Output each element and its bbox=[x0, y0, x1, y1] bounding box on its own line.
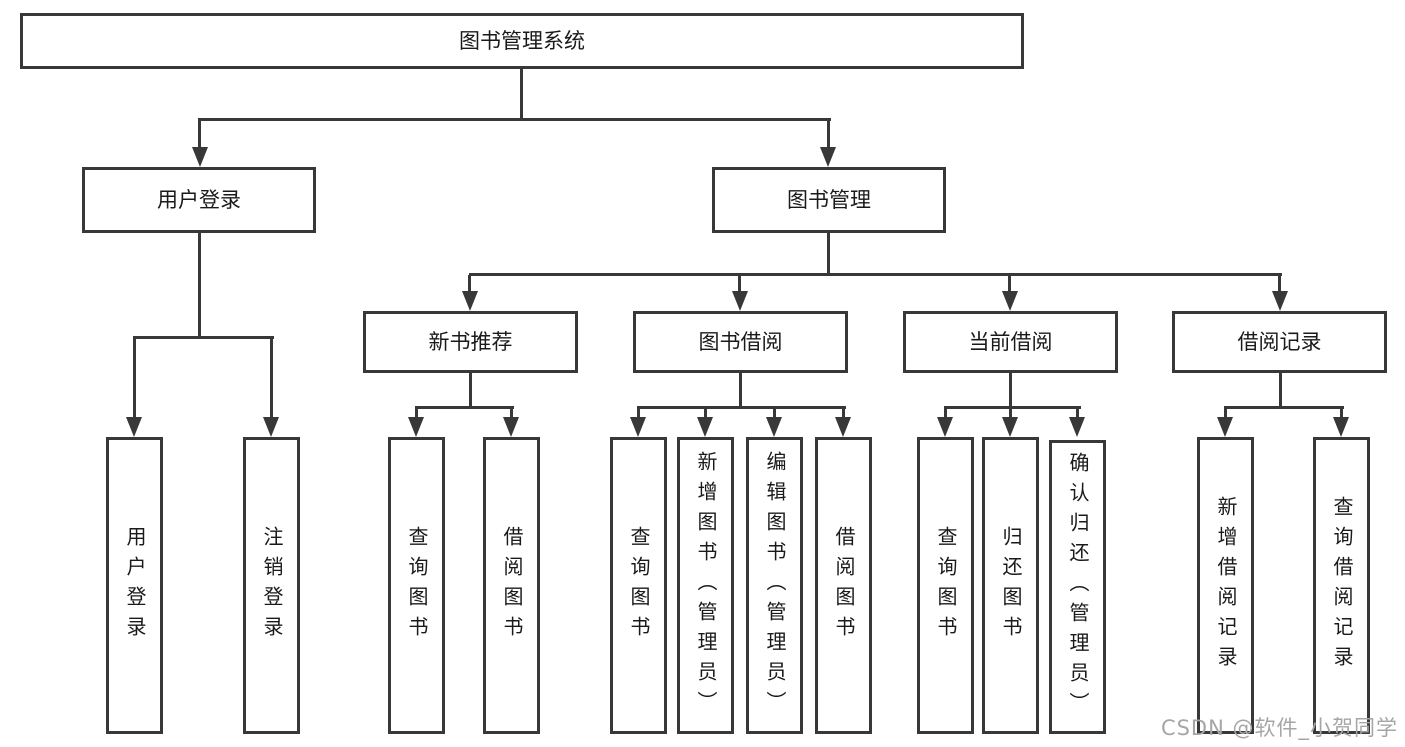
leaf-query-books-recommend-label: 查询图书 bbox=[405, 525, 429, 646]
arrow-down-icon bbox=[1002, 291, 1018, 311]
node-borrowing-records: 借阅记录 bbox=[1172, 311, 1387, 373]
connector-line bbox=[510, 408, 513, 420]
connector-line bbox=[842, 408, 845, 420]
node-current-borrowing-label: 当前借阅 bbox=[968, 329, 1053, 354]
leaf-query-books-borrowing-label: 查询图书 bbox=[627, 525, 651, 646]
node-user-login-label: 用户登录 bbox=[157, 187, 241, 212]
connector-line bbox=[415, 406, 514, 409]
leaf-return-books: 归还图书 bbox=[982, 437, 1039, 734]
csdn-watermark: CSDN @软件_小贺同学 bbox=[1160, 716, 1398, 740]
leaf-borrow-books-recommend: 借阅图书 bbox=[483, 437, 540, 734]
connector-line bbox=[1224, 406, 1344, 409]
arrow-down-icon bbox=[1002, 417, 1018, 437]
node-current-borrowing: 当前借阅 bbox=[903, 311, 1118, 373]
connector-line bbox=[739, 373, 742, 408]
leaf-add-borrow-record: 新增借阅记录 bbox=[1197, 437, 1254, 734]
leaf-query-books-borrowing: 查询图书 bbox=[610, 437, 667, 734]
arrow-down-icon bbox=[1272, 291, 1288, 311]
connector-line bbox=[415, 408, 418, 420]
arrow-down-icon bbox=[192, 147, 208, 167]
leaf-add-books-admin: 新增图书（管理员） bbox=[677, 437, 734, 734]
leaf-user-login: 用户登录 bbox=[106, 437, 163, 734]
node-book-management: 图书管理 bbox=[712, 167, 946, 233]
connector-line bbox=[520, 68, 523, 121]
arrow-down-icon bbox=[766, 417, 782, 437]
leaf-query-books-current-label: 查询图书 bbox=[934, 525, 958, 646]
connector-line bbox=[1009, 373, 1012, 408]
connector-line bbox=[468, 275, 471, 295]
connector-line bbox=[133, 338, 136, 420]
node-borrowing-records-label: 借阅记录 bbox=[1237, 329, 1322, 354]
connector-line bbox=[704, 408, 707, 420]
node-root: 图书管理系统 bbox=[20, 13, 1024, 69]
leaf-confirm-return-admin: 确认归还（管理员） bbox=[1049, 440, 1106, 734]
leaf-borrow-books: 借阅图书 bbox=[815, 437, 872, 734]
connector-line bbox=[944, 406, 1081, 409]
connector-line bbox=[1278, 275, 1281, 295]
arrow-down-icon bbox=[263, 417, 279, 437]
connector-line bbox=[198, 233, 201, 338]
connector-line bbox=[637, 406, 846, 409]
arrow-down-icon bbox=[937, 417, 953, 437]
leaf-logout: 注销登录 bbox=[243, 437, 300, 734]
node-user-login: 用户登录 bbox=[82, 167, 316, 233]
node-new-book-recommendation: 新书推荐 bbox=[363, 311, 578, 373]
leaf-logout-label: 注销登录 bbox=[260, 525, 284, 646]
leaf-edit-books-admin: 编辑图书（管理员） bbox=[746, 437, 803, 734]
arrow-down-icon bbox=[126, 417, 142, 437]
node-new-book-recommendation-label: 新书推荐 bbox=[428, 329, 513, 354]
node-root-label: 图书管理系统 bbox=[459, 28, 585, 53]
leaf-query-books-current: 查询图书 bbox=[917, 437, 974, 734]
leaf-return-books-label: 归还图书 bbox=[999, 525, 1023, 646]
leaf-borrow-books-recommend-label: 借阅图书 bbox=[500, 525, 524, 646]
connector-line bbox=[198, 118, 831, 121]
leaf-add-borrow-record-label: 新增借阅记录 bbox=[1214, 495, 1238, 676]
connector-line bbox=[198, 120, 201, 150]
connector-line bbox=[1224, 408, 1227, 420]
connector-line bbox=[827, 120, 830, 150]
leaf-edit-books-admin-label: 编辑图书（管理员） bbox=[763, 450, 787, 721]
connector-line bbox=[270, 338, 273, 420]
leaf-query-books-recommend: 查询图书 bbox=[388, 437, 445, 734]
connector-line bbox=[469, 273, 1282, 276]
leaf-borrow-books-label: 借阅图书 bbox=[832, 525, 856, 646]
arrow-down-icon bbox=[1333, 417, 1349, 437]
node-book-borrowing: 图书借阅 bbox=[633, 311, 848, 373]
connector-line bbox=[1009, 408, 1012, 420]
arrow-down-icon bbox=[1069, 417, 1085, 437]
leaf-query-borrow-record-label: 查询借阅记录 bbox=[1330, 495, 1354, 676]
leaf-confirm-return-admin-label: 确认归还（管理员） bbox=[1066, 452, 1090, 722]
connector-line bbox=[944, 408, 947, 420]
connector-line bbox=[1008, 275, 1011, 295]
connector-line bbox=[637, 408, 640, 420]
arrow-down-icon bbox=[697, 417, 713, 437]
connector-line bbox=[1279, 373, 1282, 408]
connector-line bbox=[738, 275, 741, 295]
leaf-query-borrow-record: 查询借阅记录 bbox=[1313, 437, 1370, 734]
node-book-borrowing-label: 图书借阅 bbox=[698, 329, 783, 354]
connector-line bbox=[1076, 408, 1079, 420]
arrow-down-icon bbox=[820, 147, 836, 167]
leaf-user-login-label: 用户登录 bbox=[123, 525, 147, 646]
arrow-down-icon bbox=[462, 291, 478, 311]
connector-line bbox=[133, 336, 274, 339]
arrow-down-icon bbox=[408, 417, 424, 437]
arrow-down-icon bbox=[503, 417, 519, 437]
connector-line bbox=[469, 373, 472, 408]
leaf-add-books-admin-label: 新增图书（管理员） bbox=[694, 450, 718, 721]
connector-line bbox=[773, 408, 776, 420]
arrow-down-icon bbox=[630, 417, 646, 437]
connector-line bbox=[1340, 408, 1343, 420]
arrow-down-icon bbox=[1217, 417, 1233, 437]
arrow-down-icon bbox=[835, 417, 851, 437]
connector-line bbox=[827, 233, 830, 276]
node-book-management-label: 图书管理 bbox=[787, 187, 871, 212]
arrow-down-icon bbox=[732, 291, 748, 311]
